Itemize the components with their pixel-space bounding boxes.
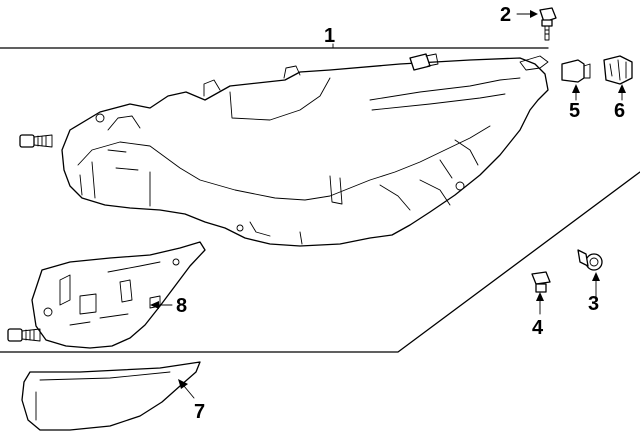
socket-part-6 [603,55,633,85]
assembly-outline [0,47,640,353]
bolt-lower-left [7,328,41,342]
callout-4: 4 [532,317,544,339]
callout-8: 8 [176,295,187,317]
callout-7: 7 [194,401,205,423]
bolt-part-4 [531,271,551,293]
bolt-part-2 [539,7,557,41]
callout-2: 2 [500,4,511,26]
headlamp-housing [61,55,549,247]
leader-lines [150,10,626,399]
bolt-upper-left [19,134,53,148]
mounting-bracket [31,241,206,349]
bolt-top-center [409,53,439,71]
callout-3: 3 [588,293,599,315]
callout-1: 1 [324,25,335,47]
callout-6: 6 [614,100,625,122]
callout-5: 5 [569,100,580,122]
trim-molding [21,361,201,431]
bolt-part-3 [577,249,603,271]
bulb-part-5 [561,59,591,83]
